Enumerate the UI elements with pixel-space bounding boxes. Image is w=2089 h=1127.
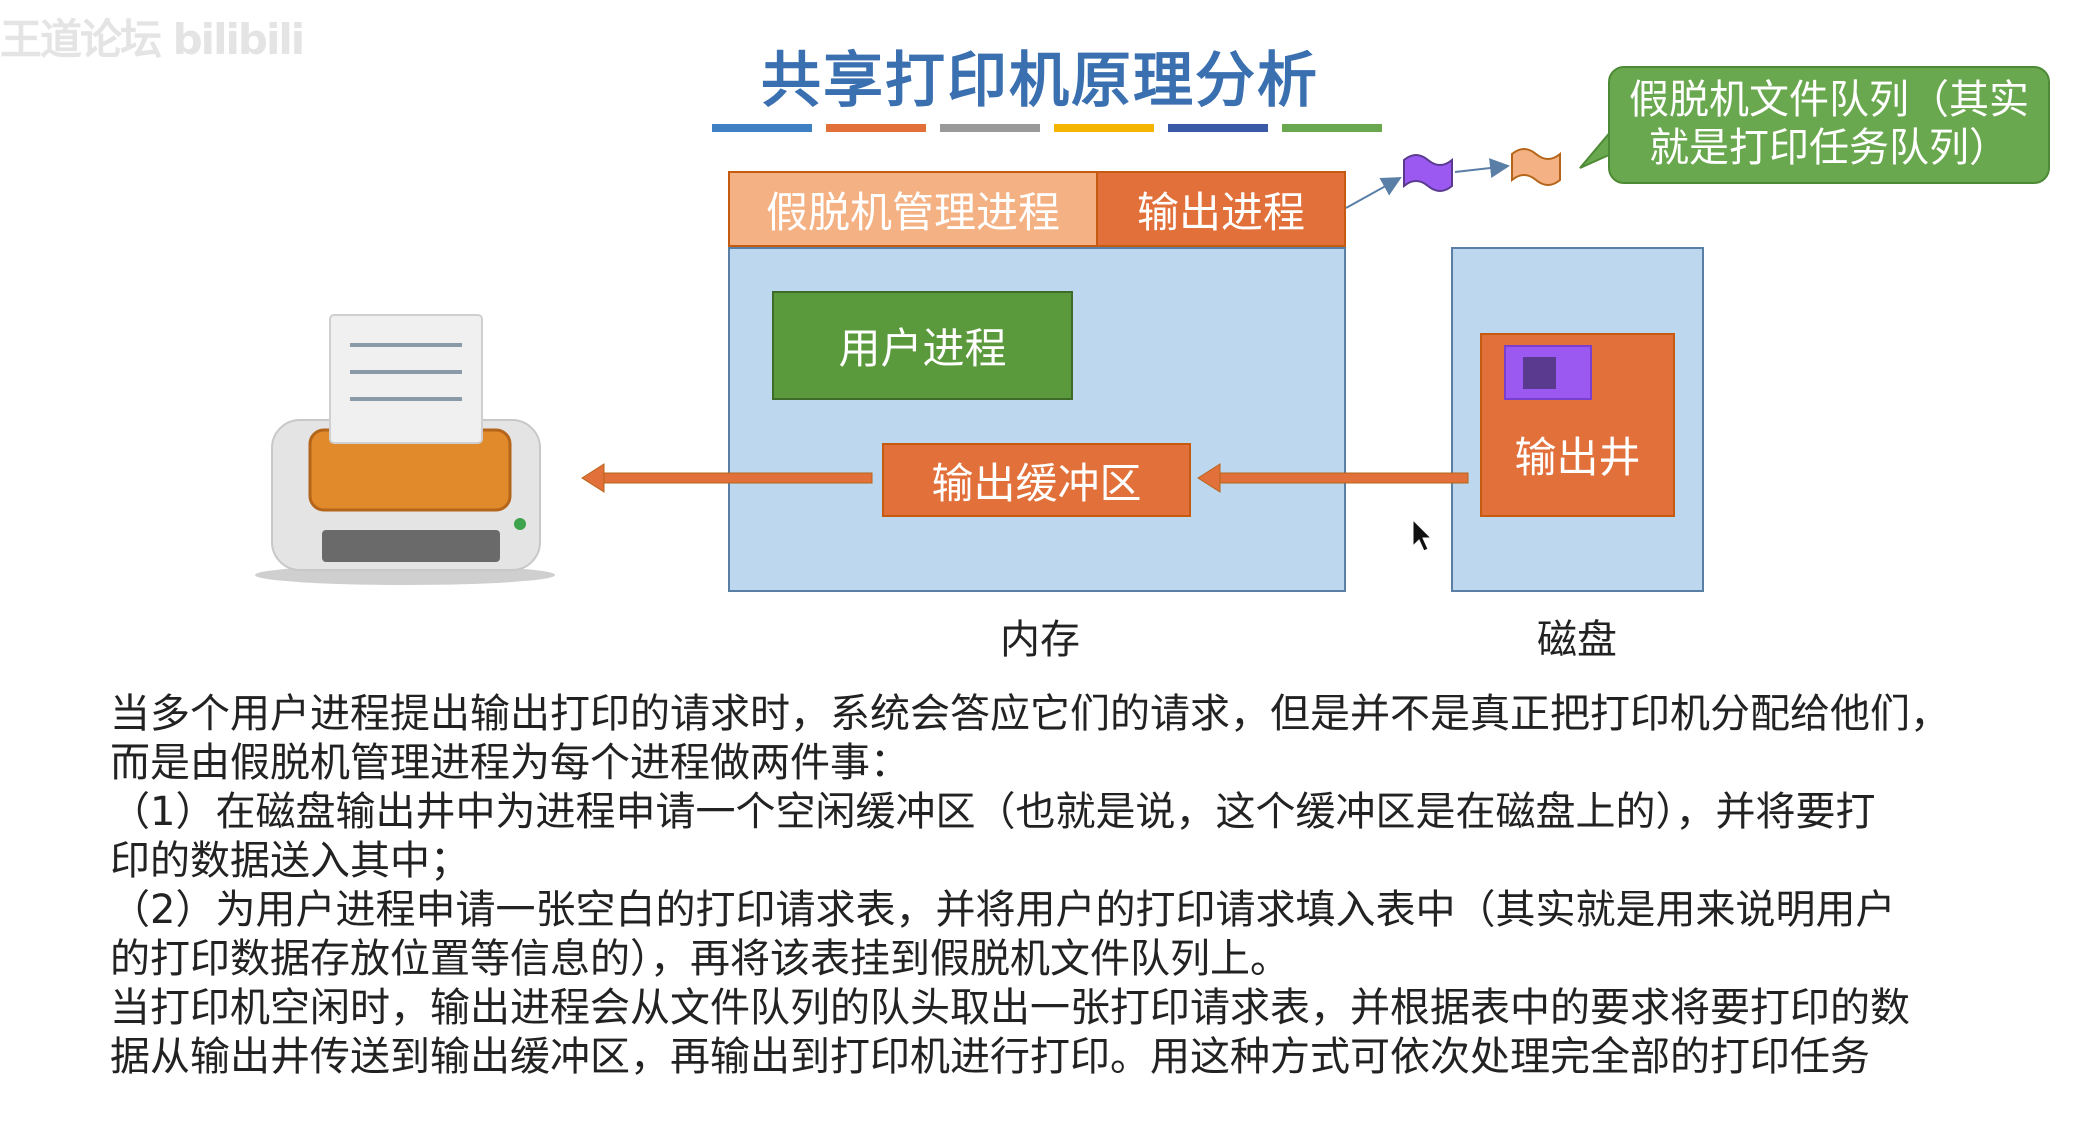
arrow-well-to-buffer <box>1197 463 1469 493</box>
output-buffer: 输出缓冲区 <box>882 443 1191 517</box>
mouse-cursor <box>1412 518 1433 552</box>
paragraph-line: （1）在磁盘输出井中为进程申请一个空闲缓冲区（也就是说，这个缓冲区是在磁盘上的）… <box>110 789 1876 835</box>
spool-manager-process: 假脱机管理进程 <box>728 171 1098 247</box>
paragraph-line: 印的数据送入其中； <box>110 838 470 884</box>
printer-icon <box>255 314 555 585</box>
paragraph-line: 当多个用户进程提出输出打印的请求时，系统会答应它们的请求，但是并不是真正把打印机… <box>110 691 1950 737</box>
title-bar-segment <box>1282 124 1382 132</box>
memory-label: 内存 <box>1000 617 1080 663</box>
user-process: 用户进程 <box>772 291 1073 400</box>
output-process: 输出进程 <box>1096 171 1346 247</box>
well-buffer-block <box>1504 345 1592 400</box>
paragraph-line: 的打印数据存放位置等信息的），再将该表挂到假脱机文件队列上。 <box>110 936 1290 982</box>
title-bar-segment <box>712 124 812 132</box>
output-well-label: 输出井 <box>1514 433 1641 482</box>
watermark: 王道论坛 bilibili <box>0 15 305 64</box>
paragraph-line: 当打印机空闲时，输出进程会从文件队列的队头取出一张打印请求表，并根据表中的要求将… <box>110 985 1910 1031</box>
disk-label: 磁盘 <box>1537 617 1617 663</box>
arrow-buffer-to-printer <box>581 463 873 493</box>
paragraph-line: 而是由假脱机管理进程为每个进程做两件事： <box>110 740 910 786</box>
queue-item-peach <box>1511 148 1561 186</box>
queue-callout: 假脱机文件队列（其实就是打印任务队列） <box>1608 66 2050 184</box>
well-buffer-inner <box>1523 357 1556 389</box>
slide-title: 共享打印机原理分析 <box>761 46 1319 116</box>
paragraph-line: 据从输出井传送到输出缓冲区，再输出到打印机进行打印。用这种方式可依次处理完全部的… <box>110 1034 1870 1080</box>
title-bar-segment <box>1168 124 1268 132</box>
explanation-text: 当多个用户进程提出输出打印的请求时，系统会答应它们的请求，但是并不是真正把打印机… <box>110 690 2030 1082</box>
title-bar-segment <box>940 124 1040 132</box>
paragraph-line: （2）为用户进程申请一张空白的打印请求表，并将用户的打印请求填入表中（其实就是用… <box>110 887 1896 933</box>
title-bar-segment <box>826 124 926 132</box>
title-bar-segment <box>1054 124 1154 132</box>
output-well: 输出井 <box>1480 333 1675 517</box>
queue-item-purple <box>1403 154 1453 192</box>
